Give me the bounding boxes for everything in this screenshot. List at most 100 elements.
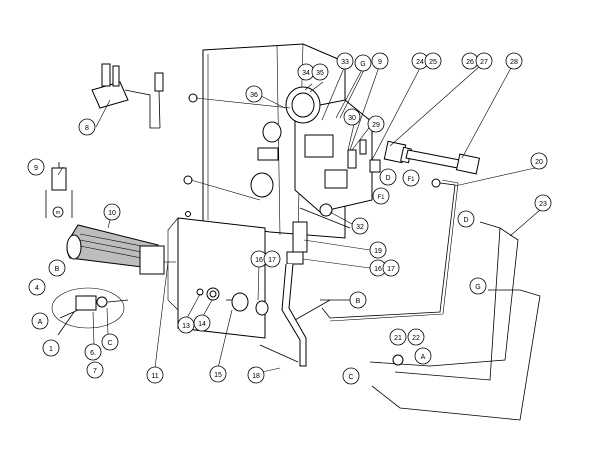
callout-18: 18: [247, 366, 265, 384]
svg-text:D: D: [463, 217, 468, 224]
thermocouple-9: [45, 162, 73, 218]
gas-valve-body: [250, 99, 373, 213]
svg-text:15: 15: [214, 372, 222, 379]
svg-text:32: 32: [356, 224, 364, 231]
callout-G-top: G: [354, 54, 372, 72]
callout-1: 1: [42, 339, 60, 357]
callout-36: 36: [245, 85, 263, 103]
svg-text:35: 35: [316, 70, 324, 77]
callout-m: m: [52, 206, 64, 218]
callout-F1-right: F1: [402, 169, 420, 187]
burner-10: [66, 224, 176, 275]
svg-text:1: 1: [49, 346, 53, 353]
callout-19: 19: [369, 241, 387, 259]
svg-text:14: 14: [198, 321, 206, 328]
callout-20: 20: [530, 152, 548, 170]
callout-29: 29: [367, 115, 385, 133]
tube-23: [369, 221, 519, 381]
svg-text:9: 9: [34, 165, 38, 172]
callout-A-left: A: [31, 312, 49, 330]
callout-14: 14: [193, 314, 211, 332]
callout-27: 27: [475, 52, 493, 70]
tube-32: [299, 203, 351, 229]
svg-text:17: 17: [268, 257, 276, 264]
fitting-24-25: [369, 159, 381, 173]
svg-text:A: A: [38, 319, 43, 326]
callout-23: 23: [534, 194, 552, 212]
callout-10: 10: [103, 203, 121, 221]
callout-8: 8: [78, 118, 96, 136]
svg-text:36: 36: [250, 92, 258, 99]
svg-text:7: 7: [93, 368, 97, 375]
callout-4: 4: [28, 278, 46, 296]
knob-36: [285, 86, 321, 124]
svg-text:30: 30: [348, 115, 356, 122]
igniter-8: [91, 63, 164, 129]
callout-24: 24: [411, 52, 429, 70]
svg-text:4: 4: [35, 285, 39, 292]
callout-9-top: 9: [371, 52, 389, 70]
svg-text:20: 20: [535, 159, 543, 166]
callout-B-right: B: [349, 291, 367, 309]
callout-17-right: 17: [382, 259, 400, 277]
svg-text:22: 22: [412, 335, 420, 342]
svg-text:16: 16: [374, 266, 382, 273]
callout-D-right: D: [457, 210, 475, 228]
callout-D-center: D: [379, 168, 397, 186]
svg-text:16: 16: [255, 257, 263, 264]
callout-30: 30: [343, 108, 361, 126]
svg-text:29: 29: [372, 122, 380, 129]
callout-11: 11: [146, 366, 164, 384]
callout-16-left: 16: [250, 250, 268, 268]
callout-33: 33: [336, 52, 354, 70]
svg-text:m: m: [56, 210, 60, 216]
pilot-assembly: [51, 287, 129, 346]
callout-F1-center: F1: [372, 187, 390, 205]
callout-C-right: C: [342, 367, 360, 385]
svg-text:23: 23: [539, 201, 547, 208]
svg-text:21: 21: [394, 335, 402, 342]
callout-25: 25: [424, 52, 442, 70]
callout-A-right: A: [414, 347, 432, 365]
callout-labels: 8 9 m 10 B 4 A C 1 6. 7 11 13 14 15 16 1…: [27, 52, 552, 385]
callout-28: 28: [505, 52, 523, 70]
svg-text:27: 27: [480, 59, 488, 66]
svg-text:24: 24: [416, 59, 424, 66]
callout-17-left: 17: [263, 250, 281, 268]
callout-7: 7: [86, 361, 104, 379]
svg-text:B: B: [55, 266, 60, 273]
callout-16-right: 16: [369, 259, 387, 277]
pipe-18-19: [259, 221, 350, 367]
svg-text:C: C: [107, 340, 112, 347]
svg-text:10: 10: [108, 210, 116, 217]
callout-22: 22: [407, 328, 425, 346]
svg-text:A: A: [421, 354, 426, 361]
svg-text:19: 19: [374, 248, 382, 255]
callout-C-left: C: [101, 333, 119, 351]
svg-text:28: 28: [510, 59, 518, 66]
tube-28: [405, 149, 481, 175]
svg-text:13: 13: [182, 323, 190, 330]
svg-text:6.: 6.: [90, 350, 96, 357]
parts-13-15: [196, 287, 269, 316]
gas-line-20: [321, 178, 459, 322]
svg-text:25: 25: [429, 59, 437, 66]
callout-G-right: G: [469, 277, 487, 295]
svg-text:G: G: [475, 284, 480, 291]
svg-text:34: 34: [302, 70, 310, 77]
callout-9-left: 9: [27, 158, 45, 176]
callout-B-left: B: [48, 259, 66, 277]
callout-32: 32: [351, 217, 369, 235]
svg-text:C: C: [348, 374, 353, 381]
svg-text:G: G: [360, 61, 365, 68]
callout-34: 34: [297, 63, 315, 81]
callout-21: 21: [389, 328, 407, 346]
callout-13: 13: [177, 316, 195, 334]
svg-text:26: 26: [466, 59, 474, 66]
svg-text:F1: F1: [377, 195, 385, 201]
svg-text:11: 11: [151, 373, 158, 380]
callout-15: 15: [209, 365, 227, 383]
svg-text:F1: F1: [407, 177, 415, 183]
callout-35: 35: [311, 63, 329, 81]
